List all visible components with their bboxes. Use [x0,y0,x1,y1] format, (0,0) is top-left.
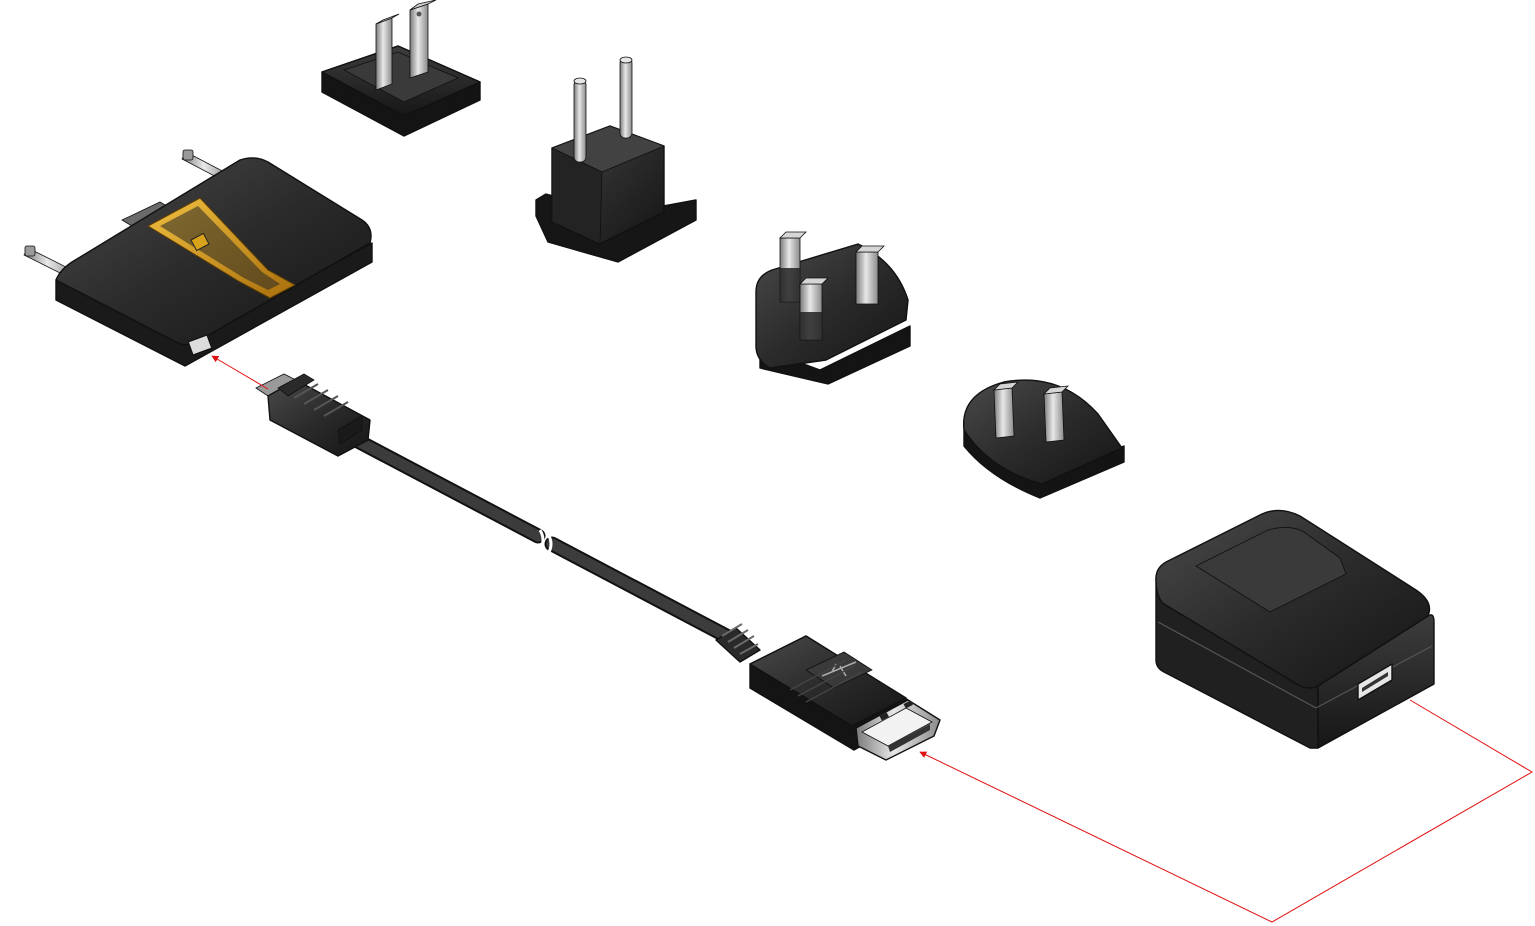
usb-power-adapter-icon [1155,509,1435,749]
us-plug-icon [321,0,481,137]
adapter-to-cable-line [919,699,1533,923]
usb-a-connector [749,635,941,761]
strain-relief [715,623,761,663]
mini-usb-connector [255,373,371,457]
cable-to-device-line [211,355,269,390]
au-plug-icon [963,379,1125,499]
eu-plug-icon [535,56,697,263]
usb-port-icon [1357,663,1393,701]
device [23,149,373,367]
usb-cable-icon [255,373,941,761]
connection-lines [211,355,1533,923]
uk-plug-icon [755,231,911,385]
